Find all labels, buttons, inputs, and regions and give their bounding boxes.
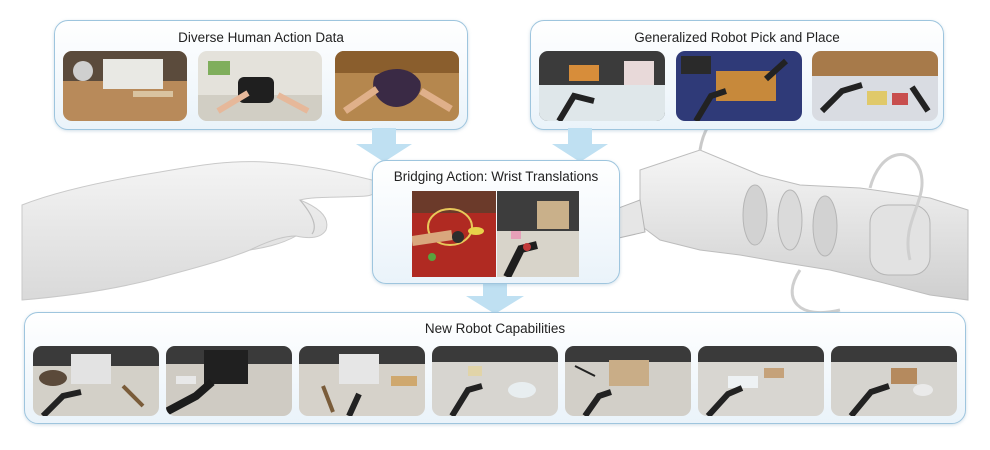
robot-image-3	[812, 51, 938, 121]
capabilities-panel: New Robot Capabilities	[24, 312, 966, 424]
human-action-panel: Diverse Human Action Data	[54, 20, 468, 130]
capability-image-7	[831, 346, 957, 416]
bridge-image-human	[412, 191, 496, 277]
down-arrow-icon	[466, 282, 524, 314]
capability-image-4	[432, 346, 558, 416]
bridging-action-panel-title: Bridging Action: Wrist Translations	[373, 169, 619, 184]
robot-image-2	[676, 51, 802, 121]
down-arrow-icon	[552, 128, 608, 162]
down-arrow-icon	[356, 128, 412, 162]
robot-arm-illustration	[575, 114, 968, 313]
capability-image-2	[166, 346, 292, 416]
robot-image-1	[539, 51, 665, 121]
human-image-3	[335, 51, 459, 121]
capabilities-panel-title: New Robot Capabilities	[25, 321, 965, 336]
human-hand-illustration	[22, 162, 377, 300]
capability-image-5	[565, 346, 691, 416]
robot-pick-place-panel-title: Generalized Robot Pick and Place	[531, 30, 943, 45]
capability-image-6	[698, 346, 824, 416]
capability-image-1	[33, 346, 159, 416]
human-action-panel-title: Diverse Human Action Data	[55, 30, 467, 45]
human-image-2	[198, 51, 322, 121]
human-image-1	[63, 51, 187, 121]
robot-pick-place-panel: Generalized Robot Pick and Place	[530, 20, 944, 130]
capability-image-3	[299, 346, 425, 416]
bridging-action-panel: Bridging Action: Wrist Translations	[372, 160, 620, 284]
bridge-image-robot	[497, 191, 579, 277]
